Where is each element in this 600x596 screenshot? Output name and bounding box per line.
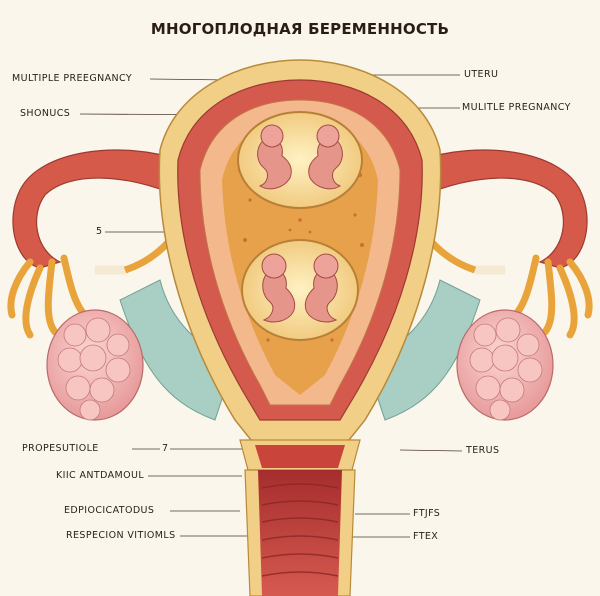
label-multiple-pregnancy: MULTIPLE PREEGNANCY xyxy=(12,73,133,84)
label-respecion-vitiomls: RESPECION VITIOMLS xyxy=(66,530,176,541)
upper-gestational-sac xyxy=(237,111,363,209)
label-propesutiole: PROPESUTIOLE xyxy=(22,443,99,454)
left-ovary xyxy=(46,309,144,421)
label-terus: TERUS xyxy=(466,445,500,456)
label-ftjfs: FTJFS xyxy=(413,508,441,519)
label-kiic-antdamoul: KIIC ANTDAMOUL xyxy=(56,470,145,481)
right-ovary xyxy=(456,309,554,421)
label-mulitle-pregnancy: MULITLE PREGNANCY xyxy=(462,102,571,113)
lower-gestational-sac xyxy=(241,239,359,341)
label-shonucs: SHONUCS xyxy=(20,108,71,119)
label-7: 7 xyxy=(162,443,169,454)
label-ftex: FTEX xyxy=(413,531,439,542)
label-edpiocicatodus: EDPIOCICATODUS xyxy=(64,505,155,516)
label-5: 5 xyxy=(96,226,103,237)
diagram-title: МНОГОПЛОДНАЯ БЕРЕМЕННОСТЬ xyxy=(150,20,450,38)
vaginal-canal xyxy=(244,469,356,596)
label-uteru: UTERU xyxy=(464,69,499,80)
cervix xyxy=(239,439,361,471)
